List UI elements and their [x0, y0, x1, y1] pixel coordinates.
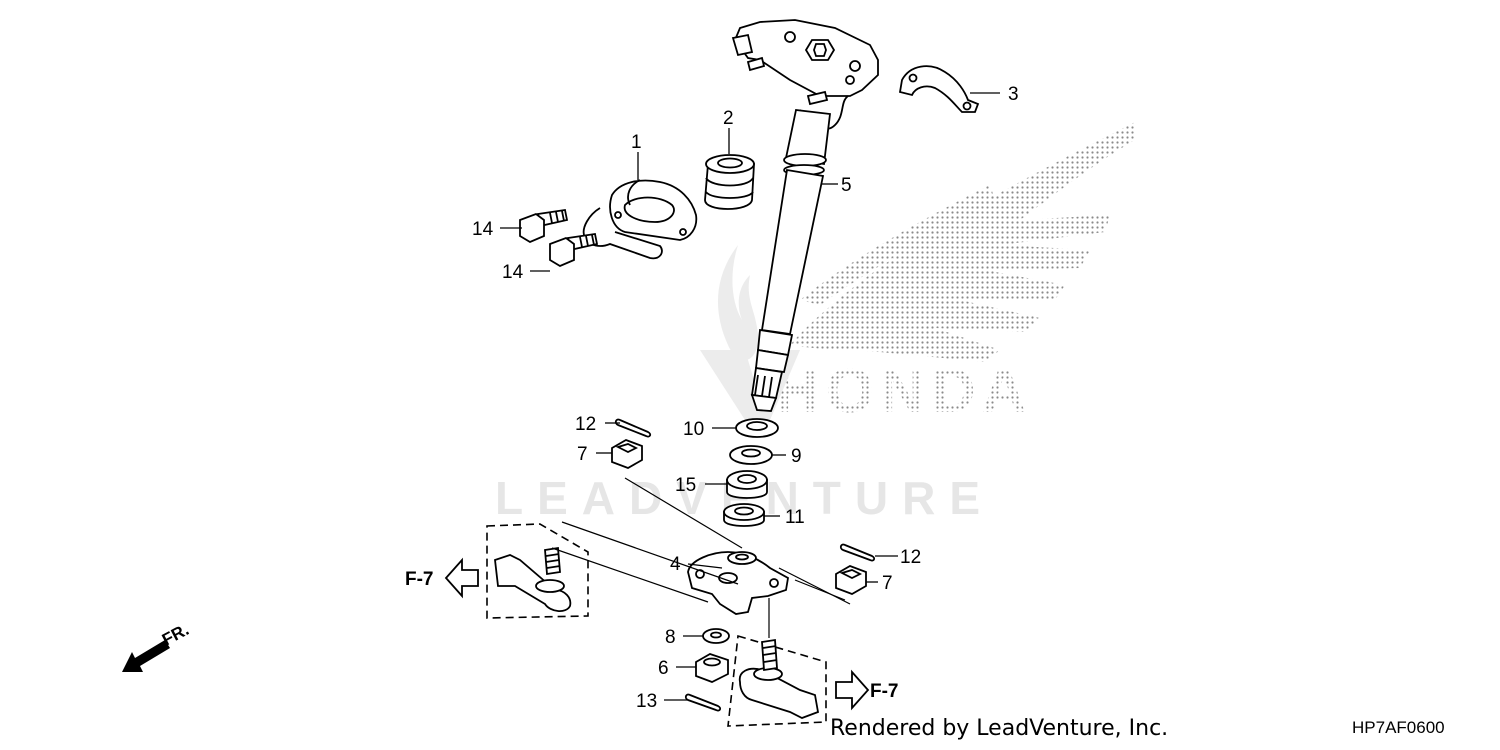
diagram-code: HP7AF0600	[1352, 718, 1445, 737]
callout-10: 10	[683, 419, 704, 440]
assembly-lines	[551, 477, 851, 638]
front-arrow-icon	[122, 640, 170, 672]
part-4-steering-arm	[687, 551, 789, 615]
callout-15: 15	[675, 475, 696, 496]
ref-right-group: F-7	[835, 669, 899, 711]
part-6-nut	[695, 653, 729, 683]
part-15-bearing	[726, 470, 768, 499]
part-1-holder	[582, 179, 698, 260]
part-12-cotter-pin-right	[839, 543, 876, 562]
callout-1: 1	[631, 132, 642, 153]
part-14-bolt-upper	[519, 208, 569, 244]
callout-12-right: 12	[900, 547, 921, 568]
callout-7-left: 7	[577, 444, 588, 465]
tie-rod-end-left	[486, 523, 589, 619]
part-7-nut-right	[835, 565, 867, 595]
callout-12-left: 12	[575, 414, 596, 435]
arrow-right-icon	[835, 669, 870, 711]
part-2-bushing	[704, 154, 755, 210]
callout-7-right: 7	[882, 573, 893, 594]
part-10-seal	[735, 418, 779, 438]
part-13-cotter-pin	[684, 693, 722, 712]
ref-left-group: F-7	[405, 557, 479, 599]
part-12-cotter-pin-left	[614, 418, 652, 438]
callout-4: 4	[670, 554, 681, 575]
callout-11: 11	[785, 507, 805, 528]
tie-rod-end-right	[727, 634, 827, 727]
ref-label-left: F-7	[405, 569, 434, 590]
callout-5: 5	[841, 175, 852, 196]
part-3-clamp	[898, 65, 980, 113]
callout-8: 8	[665, 627, 676, 648]
callout-9: 9	[791, 446, 802, 467]
part-14-bolt-lower	[549, 232, 599, 268]
part-7-nut-left	[611, 439, 643, 469]
part-8-washer	[702, 628, 730, 644]
callout-labels: 1 2 3 5 14 14 12 7 10 9 15 11 12 7 4 8 6…	[472, 84, 1019, 712]
footer-credit: Rendered by LeadVenture, Inc.	[830, 716, 1169, 741]
callout-14-upper: 14	[472, 219, 494, 240]
callout-3: 3	[1008, 84, 1019, 105]
steering-shaft	[731, 19, 879, 412]
part-9-washer	[729, 445, 773, 465]
callout-2: 2	[723, 108, 734, 129]
callout-6: 6	[658, 658, 669, 679]
part-11-seal	[723, 503, 765, 527]
callout-14-lower: 14	[502, 262, 524, 283]
leader-lines	[500, 92, 1000, 701]
honda-brand-text: HONDA	[775, 357, 1032, 426]
front-indicator: FR.	[122, 620, 192, 672]
callout-13: 13	[636, 691, 657, 712]
ref-label-right: F-7	[870, 681, 899, 702]
honda-wing-logo: HONDA	[775, 122, 1135, 426]
arrow-left-icon	[444, 557, 479, 599]
